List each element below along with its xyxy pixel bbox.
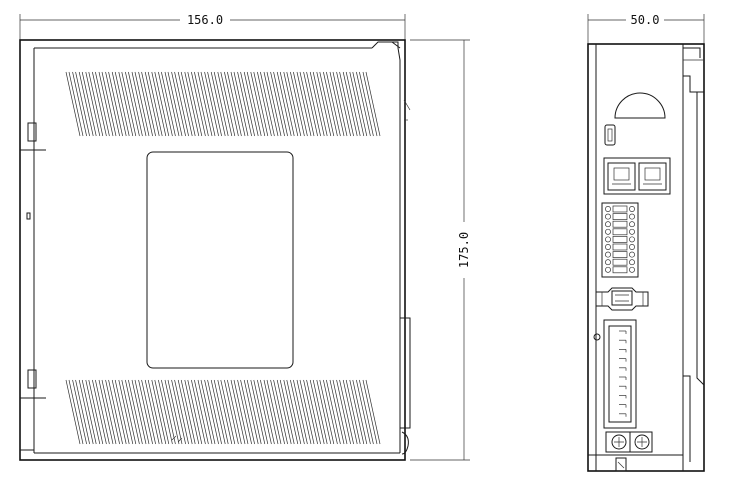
power-connector [593,319,637,429]
io-terminal-block [601,202,639,278]
front-view: 50.0 [587,13,705,472]
dimension-label-front-width: 50.0 [631,13,660,27]
dimension-front-width: 50.0 [587,13,705,44]
front-body-outline [587,43,705,472]
label-window [146,151,294,369]
vent-slots-top [65,71,381,137]
left-clips [20,122,46,399]
rj45-port-icon [603,157,671,195]
dimension-height: 175.0 [410,39,471,461]
dimension-side-width: 156.0 [19,13,406,40]
dimension-label-height: 175.0 [457,232,471,268]
side-body-outline [19,39,406,461]
front-knockout-arc [614,92,666,119]
encoder-connector [595,287,649,311]
screw-terminal-icon [605,431,653,453]
side-view: 156.0 [19,13,471,461]
vent-slots-bottom [65,379,381,445]
dimension-label-side-width: 156.0 [187,13,223,27]
usb-port-icon [604,124,616,146]
